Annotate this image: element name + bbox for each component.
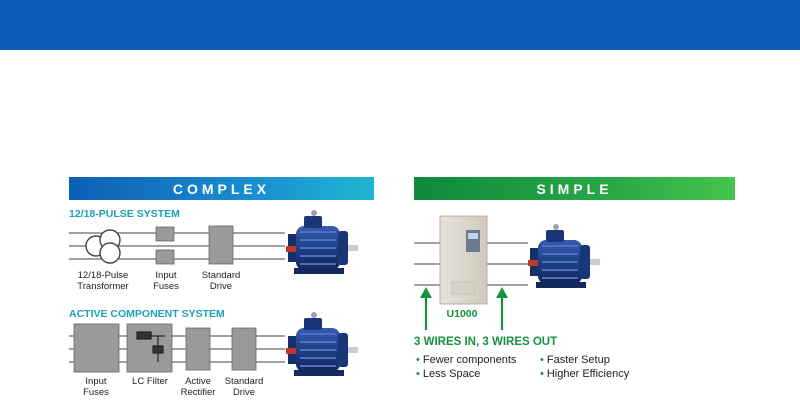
wires-in-arrow-icon [420,287,432,330]
benefit-item: •Fewer components [416,354,517,366]
pulse-system-diagram [69,209,359,275]
input-fuses-block [73,323,120,373]
label-input-fuses: Input Fuses [83,376,109,398]
lc-filter-symbol [136,331,165,362]
benefit-item: •Less Space [416,368,481,380]
active-system-title: ACTIVE COMPONENT SYSTEM [69,308,225,320]
label-lc-filter: LC Filter [132,376,168,387]
wires-out-arrow-icon [496,287,508,330]
motor-icon [285,311,359,377]
label-active-rectifier: Active Rectifier [180,376,216,398]
pulse-system-title: 12/18-PULSE SYSTEM [69,208,180,220]
benefit-item: •Higher Efficiency [540,368,630,380]
top-bar [0,0,800,50]
benefit-item: •Faster Setup [540,354,610,366]
lc-filter-block [126,323,173,373]
drive-model-label: U1000 [446,308,478,320]
active-rectifier-block [185,327,211,371]
label-standard-drive: Standard Drive [224,376,264,398]
label-input-fuses: Input Fuses [153,270,179,292]
wires-title: 3 WIRES IN, 3 WIRES OUT [414,336,558,348]
simple-banner: SIMPLE [414,177,735,200]
motor-icon [285,209,359,275]
u1000-drive-icon [439,215,488,305]
motor-icon [527,223,601,289]
complex-banner: COMPLEX [69,177,374,200]
label-standard-drive: Standard Drive [201,270,241,292]
input-fuses-icon [155,226,175,265]
label-transformer: 12/18-Pulse Transformer [77,270,129,292]
active-system-diagram [69,311,359,377]
standard-drive-icon [208,225,234,265]
transformer-icon [85,229,121,264]
standard-drive-block [231,327,257,371]
simple-system-diagram [414,215,601,330]
